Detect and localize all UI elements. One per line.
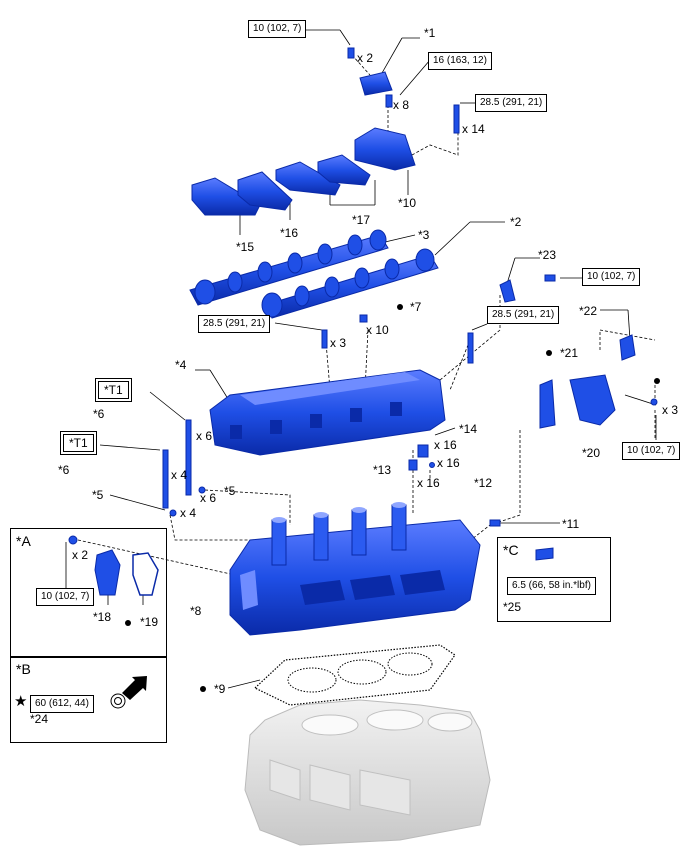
non-reusable-dot-icon: [654, 378, 660, 384]
fasteners: [68, 47, 658, 596]
callout-label: *2: [510, 215, 522, 229]
torque-spec-box: 28.5 (291, 21): [198, 315, 271, 333]
camshaft-2: [261, 248, 439, 319]
inset-b: [10, 656, 167, 743]
quantity-label: x 10: [366, 323, 389, 337]
torque-spec-box: 28.5 (291, 21): [487, 306, 560, 324]
inset-c: [497, 537, 611, 622]
torque-spec-box: 16 (163, 12): [428, 52, 492, 70]
inset-b-title: *B: [16, 661, 31, 677]
quantity-label: x 4: [180, 506, 197, 520]
inset-c-title: *C: [503, 542, 519, 558]
callout-label: *16: [280, 226, 299, 240]
callout-label: *18: [93, 610, 112, 624]
callout-label: *6: [58, 463, 70, 477]
callout-label: *12: [474, 476, 493, 490]
callout-label: *25: [503, 600, 522, 614]
tool-callout-box: *T1: [95, 378, 132, 402]
callout-label: *14: [459, 422, 478, 436]
callout-label: *21: [560, 346, 579, 360]
callout-label: *5: [92, 488, 104, 502]
callout-label: *13: [373, 463, 392, 477]
callout-label: *9: [214, 682, 226, 696]
callout-label: *22: [579, 304, 598, 318]
callout-label: *3: [418, 228, 430, 242]
head-gasket: [253, 644, 456, 706]
torque-spec-box: 10 (102, 7): [36, 588, 95, 606]
cylinder-head: [229, 502, 481, 636]
quantity-label: x 8: [393, 98, 410, 112]
callout-label: *7: [410, 300, 422, 314]
quantity-label: x 6: [200, 491, 217, 505]
quantity-label: x 4: [171, 468, 188, 482]
quantity-label: x 3: [662, 403, 679, 417]
callout-label: *15: [236, 240, 255, 254]
callout-label: *11: [562, 517, 580, 531]
quantity-label: x 2: [72, 548, 89, 562]
bearing-caps: [191, 71, 416, 216]
quantity-label: x 16: [417, 476, 440, 490]
quantity-label: x 16: [437, 456, 460, 470]
quantity-label: x 2: [357, 51, 374, 65]
inset-a: [10, 528, 167, 658]
torque-spec-box: 10 (102, 7): [582, 268, 641, 286]
quantity-label: x 6: [196, 429, 213, 443]
camshaft-housing: [209, 369, 446, 456]
spark-plug: [110, 676, 147, 709]
tool-callout-box: *T1: [60, 431, 97, 455]
star-icon: ★: [14, 693, 28, 710]
torque-spec-box: 10 (102, 7): [248, 20, 307, 38]
callout-label: *19: [140, 615, 159, 629]
callout-label: *20: [582, 446, 601, 460]
cylinder-block-ghost: [244, 699, 491, 846]
camshaft-3: [189, 229, 389, 306]
callout-label: *4: [175, 358, 187, 372]
callout-label: *17: [352, 213, 371, 227]
quantity-label: x 14: [462, 122, 485, 136]
non-reusable-dot-icon: [546, 350, 552, 356]
callout-label: *1: [424, 26, 436, 40]
torque-spec-box: 10 (102, 7): [622, 442, 681, 460]
callout-label: *8: [190, 604, 202, 618]
non-reusable-dot-icon: [397, 304, 403, 310]
callout-label: *10: [398, 196, 417, 210]
non-reusable-dot-icon: [125, 620, 131, 626]
callout-label: *23: [538, 248, 557, 262]
torque-spec-box: 28.5 (291, 21): [475, 94, 548, 112]
quantity-label: x 3: [330, 336, 347, 350]
torque-spec-box: 60 (612, 44): [30, 695, 94, 713]
callout-label: *6: [93, 407, 105, 421]
quantity-label: x 16: [434, 438, 457, 452]
callout-label: *5: [224, 484, 236, 498]
callout-label: *24: [30, 712, 49, 726]
arrow-icon: [122, 676, 147, 700]
inset-a-title: *A: [16, 533, 31, 549]
non-reusable-dot-icon: [200, 686, 206, 692]
torque-spec-box: 6.5 (66, 58 in.*lbf): [507, 577, 596, 595]
